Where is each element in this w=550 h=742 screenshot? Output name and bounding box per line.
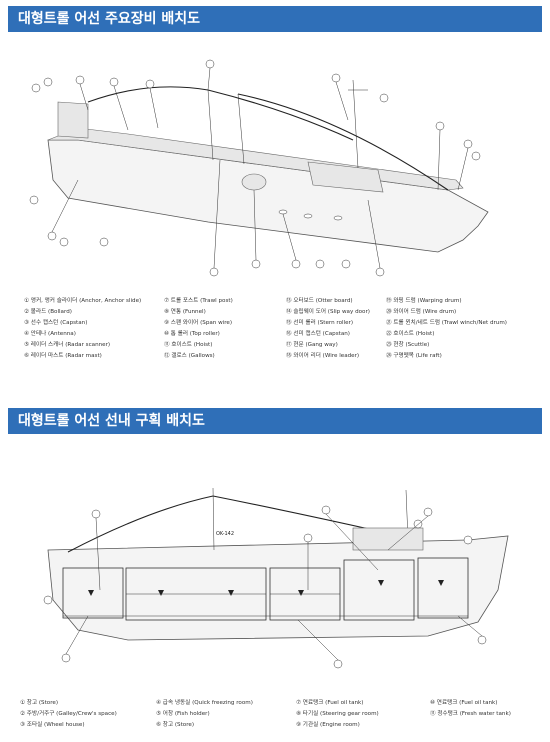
legend-item: ⑨ 스팬 와이어 (Span wire) [164, 320, 233, 326]
legend-item: ⑲ 와핑 드럼 (Warping drum) [386, 298, 462, 304]
legend-item: ③ 조타실 (Wheel house) [20, 722, 85, 728]
legend-item: ⑫ 갤로스 (Gallows) [164, 353, 215, 359]
equipment-layout-diagram [29, 59, 489, 277]
legend-item: ① 창고 (Store) [20, 700, 59, 706]
legend-item: ② 주방/거주구 (Galley/Crew's space) [20, 711, 117, 717]
legend-item: ㉔ 구명뗏목 (Life raft) [386, 353, 442, 359]
span-wire [87, 86, 209, 103]
legend-item: ⑤ 어창 (Fish holder) [156, 711, 210, 717]
section-title-equipment: 대형트롤 어선 주요장비 배치도 [8, 6, 542, 32]
compartment-layout-diagram: OK-142 [43, 487, 509, 669]
span-wire-3 [237, 93, 449, 191]
stern-frame [57, 101, 89, 139]
legend-item: ⑧ 연통 (Funnel) [164, 309, 206, 315]
legend-item: ④ 급속 냉동실 (Quick freezing room) [156, 700, 253, 706]
otter-board [278, 209, 288, 215]
hull-cutaway [47, 535, 509, 641]
legend-item: ⑥ 창고 (Store) [156, 722, 195, 728]
wheelhouse [352, 527, 424, 551]
trawl-post [207, 89, 214, 161]
funnel [241, 173, 267, 191]
span-wire-2 [207, 89, 354, 141]
section-title-compartments: 대형트롤 어선 선내 구획 배치도 [8, 408, 542, 434]
otter-board-2 [303, 213, 313, 219]
legend-item: ⑧ 타기실 (Steering gear room) [296, 711, 379, 717]
legend-item: ⑤ 레이더 스캐너 (Radar scanner) [24, 342, 111, 348]
legend-item: ㉓ 현창 (Scuttle) [386, 342, 430, 348]
equipment-legend: ① 앵커, 앵커 슬라이더 (Anchor, Anchor slide) ② 볼… [24, 296, 534, 359]
trawl-post [212, 487, 215, 551]
legend-item: ⑯ 선미 캡스턴 (Capstan) [286, 331, 350, 337]
radar-mast [352, 79, 359, 169]
hull-text: OK-142 [216, 531, 234, 537]
legend-item: ① 앵커, 앵커 슬라이더 (Anchor, Anchor slide) [24, 298, 142, 304]
leader-lines [51, 67, 469, 269]
compartments [62, 557, 469, 621]
legend-item: ⑩ 톱 롤러 (Top roller) [164, 331, 220, 337]
legend-item: ⑳ 와이어 드럼 (Wire drum) [386, 309, 457, 315]
legend-item: ⑦ 트롤 포스트 (Trawl post) [164, 298, 233, 304]
legend-item: ② 볼라드 (Bollard) [24, 309, 72, 315]
compartment-legend: ① 창고 (Store) ② 주방/거주구 (Galley/Crew's spa… [20, 698, 540, 738]
wheelhouse [307, 161, 384, 193]
legend-item: ⑭ 슬립웨이 도어 (Slip way door) [286, 309, 370, 315]
legend-item: ④ 안테나 (Antenna) [24, 331, 76, 337]
otter-board-3 [333, 215, 343, 221]
legend-item: ⑪ 호이스트 (Hoist) [164, 342, 213, 348]
legend-item: ⑮ 선미 롤러 (Stern roller) [286, 320, 354, 326]
leader-lines [65, 513, 483, 661]
legend-item: ⑰ 현문 (Gang way) [286, 342, 338, 348]
legend-item: ⑥ 레이더 마스트 (Radar mast) [24, 353, 102, 359]
legend-item: ⑩ 연료탱크 (Fuel oil tank) [430, 700, 498, 706]
legend-item: ㉑ 트롤 윈치/네트 드럼 (Trawl winch/Net drum) [386, 320, 507, 326]
legend-item: ㉒ 호이스트 (Hoist) [386, 331, 435, 337]
legend-item: ⑨ 기관실 (Engine room) [296, 722, 360, 728]
callout-markers [29, 59, 481, 277]
trawl-post-2 [237, 93, 245, 165]
legend-item: ⑪ 청수탱크 (Fresh water tank) [430, 711, 511, 717]
legend-item: ③ 선수 캡스턴 (Capstan) [24, 320, 88, 326]
legend-item: ⑬ 오터보드 (Otter board) [286, 298, 353, 304]
legend-item: ⑱ 와이어 리더 (Wire leader) [286, 353, 360, 359]
legend-item: ⑦ 연료탱크 (Fuel oil tank) [296, 700, 364, 706]
callout-markers [43, 505, 487, 669]
compartment-arrows [88, 580, 444, 596]
